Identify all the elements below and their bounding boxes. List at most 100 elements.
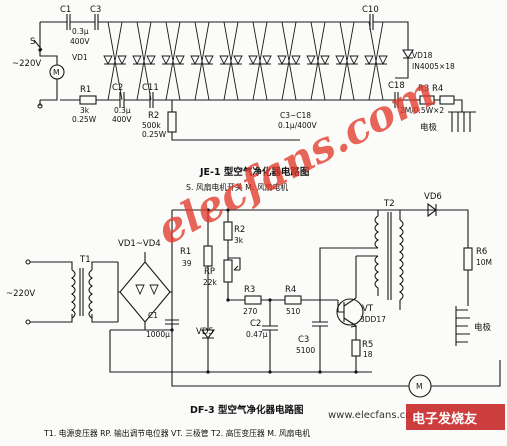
label-r6: R6 bbox=[476, 247, 487, 257]
label-m-2: M bbox=[416, 382, 422, 391]
je1-cap-c1 bbox=[66, 14, 71, 30]
note-je1: S. 风扇电机开关 M. 风扇电机 bbox=[186, 182, 288, 192]
df3-diode-vd6 bbox=[399, 202, 437, 220]
label-r2: R2 bbox=[148, 111, 159, 121]
label-r6-val: 10M bbox=[476, 258, 492, 267]
je1-resistor-r4 bbox=[439, 95, 455, 105]
label-vt: VT bbox=[362, 304, 374, 314]
label-c10: C10 bbox=[362, 5, 379, 15]
label-vd6: VD6 bbox=[424, 192, 442, 202]
label-c2-val1: 0.3μ bbox=[114, 106, 131, 115]
df3-bridge-rectifier bbox=[117, 252, 171, 330]
label-r4-2: R4 bbox=[285, 285, 296, 295]
df3-resistor-r6 bbox=[463, 247, 473, 271]
df3-ac-terminal-top bbox=[25, 259, 31, 265]
label-r5: R5 bbox=[362, 340, 373, 350]
label-r5-val: 18 bbox=[363, 350, 373, 359]
watermark-brand: 电子发烧友 bbox=[412, 411, 477, 427]
je1-schematic bbox=[33, 14, 476, 141]
label-c2-2: C2 bbox=[250, 319, 261, 329]
label-r1-val-2: 39 bbox=[182, 259, 192, 268]
je1-resistor-r2 bbox=[167, 111, 177, 133]
label-r-val: 2M/0.5W×2 bbox=[400, 106, 444, 115]
label-c3c18: C3~C18 bbox=[280, 111, 311, 120]
label-r2-val1: 500k bbox=[142, 121, 161, 130]
df3-cap-c2 bbox=[262, 300, 278, 372]
label-r1-val1: 3k bbox=[80, 106, 90, 115]
label-electrode-2: 电极 bbox=[474, 322, 492, 333]
label-vd1: VD1 bbox=[72, 53, 88, 62]
label-vd-part: IN4005×18 bbox=[412, 62, 455, 71]
label-c2: C2 bbox=[112, 83, 123, 93]
je1-resistor-r1 bbox=[79, 95, 97, 105]
caption-je1: JE-1 型空气净化器电路图 bbox=[199, 166, 309, 178]
label-r3-2: R3 bbox=[244, 285, 255, 295]
label-r1-val2: 0.25W bbox=[72, 115, 97, 124]
label-c11: C11 bbox=[142, 83, 159, 93]
label-ac: ~220V bbox=[12, 59, 41, 69]
je1-motor-wire bbox=[39, 50, 58, 106]
df3-ac-terminal-bottom bbox=[25, 319, 31, 325]
label-r2-val-2: 3k bbox=[234, 236, 244, 245]
label-s: S bbox=[30, 37, 35, 47]
label-vt-val: 3DD17 bbox=[360, 315, 386, 324]
je1-cap-c18 bbox=[394, 92, 399, 108]
caption-df3: DF-3 型空气净化器电路图 bbox=[190, 404, 303, 416]
label-r1: R1 bbox=[80, 85, 91, 95]
df3-resistor-r5 bbox=[351, 339, 361, 357]
label-c2-val-2: 0.47μ bbox=[246, 330, 268, 339]
label-r3r4: R3 R4 bbox=[418, 84, 443, 94]
df3-resistor-r4 bbox=[284, 295, 302, 305]
df3-cap-c3 bbox=[312, 290, 328, 372]
label-vd5: VD5 bbox=[196, 327, 214, 337]
je1-cap-c3 bbox=[94, 14, 99, 30]
label-ac-2: ~220V bbox=[6, 289, 35, 299]
je1-switch-s bbox=[33, 39, 43, 51]
label-r1-2: R1 bbox=[180, 247, 191, 257]
label-vd1vd4: VD1~VD4 bbox=[118, 239, 161, 249]
df3-transformer-t1 bbox=[71, 268, 93, 319]
je1-junction bbox=[38, 48, 42, 52]
label-c3c18-val: 0.1μ/400V bbox=[278, 121, 318, 130]
label-electrode-1: 电极 bbox=[420, 122, 438, 133]
je1-top-right bbox=[400, 21, 409, 30]
watermark-brand-box bbox=[406, 404, 505, 430]
label-rp-val: 22k bbox=[203, 278, 218, 287]
df3-electrode bbox=[399, 300, 470, 346]
label-m: M bbox=[53, 68, 59, 77]
je1-terminal bbox=[37, 103, 43, 109]
label-c3-2: C3 bbox=[298, 335, 309, 345]
label-c2-val2: 400V bbox=[112, 115, 132, 124]
df3-transformer-t2 bbox=[374, 212, 404, 301]
legend-df3: T1. 电源变压器 RP. 输出调节电位器 VT. 三极管 T2. 高压变压器 … bbox=[43, 428, 310, 438]
je1-labels: C1 C3 C10 0.3μ 400V S ~220V M VD1 VD18 I… bbox=[12, 5, 455, 192]
label-vd18: VD18 bbox=[412, 51, 433, 60]
label-c1: C1 bbox=[60, 5, 71, 15]
watermark-elecfans: elecfans.com bbox=[149, 67, 443, 254]
je1-diode-ladder bbox=[103, 21, 414, 101]
label-t2: T2 bbox=[383, 199, 395, 209]
je1-cap-c2 bbox=[119, 92, 125, 108]
label-r2-val2: 0.25W bbox=[142, 130, 167, 139]
label-c18: C18 bbox=[388, 81, 405, 91]
df3-junctions bbox=[170, 208, 358, 374]
label-c1-val1: 0.3μ bbox=[72, 27, 89, 36]
label-t1: T1 bbox=[79, 255, 91, 265]
df3-labels: T1 VD1~VD4 ~220V C1 1000μ R1 39 R2 3k RP… bbox=[6, 192, 492, 438]
label-c3: C3 bbox=[90, 5, 101, 15]
label-c1-val2: 400V bbox=[70, 37, 90, 46]
label-r3-val-2: 270 bbox=[243, 307, 258, 316]
label-r4-val-2: 510 bbox=[286, 307, 301, 316]
label-c1-val-2: 1000μ bbox=[146, 330, 170, 339]
df3-ground-rail bbox=[109, 329, 372, 373]
label-rp: RP bbox=[204, 267, 215, 277]
label-c3-val-2: 5100 bbox=[296, 346, 315, 355]
df3-resistor-r1 bbox=[203, 245, 213, 267]
watermark-site: www.elecfans.com bbox=[328, 410, 421, 421]
je1-electrode bbox=[212, 111, 476, 141]
df3-resistor-r3 bbox=[244, 295, 262, 305]
label-c1-2: C1 bbox=[148, 311, 158, 320]
df3-potentiometer-rp bbox=[223, 259, 233, 283]
